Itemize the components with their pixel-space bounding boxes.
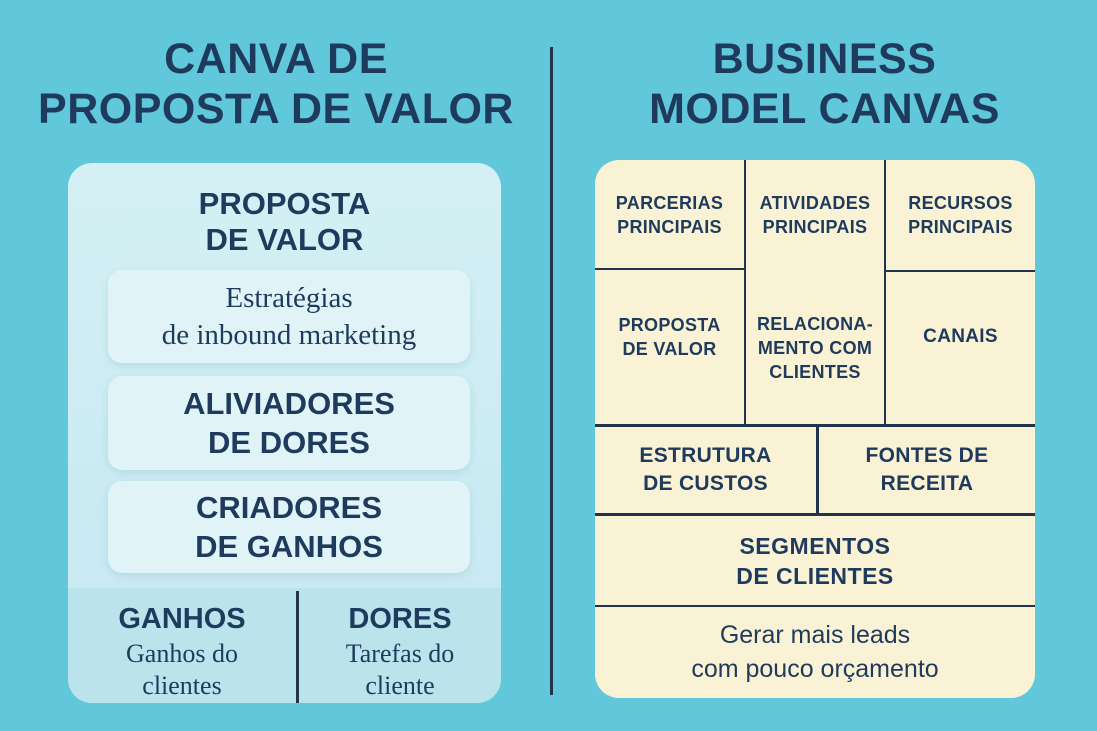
gains-pains-divider-line <box>296 591 299 703</box>
grid-line-row4-bottom <box>595 605 1035 607</box>
cell-atividades-principais: ATIVIDADES PRINCIPAIS <box>759 193 871 237</box>
grid-line-vertical-1 <box>744 160 746 426</box>
cell-segmentos-de-clientes: SEGMENTOS DE CLIENTES <box>736 532 894 589</box>
pains-subtext: Tarefas do cliente <box>345 639 455 700</box>
cell-parcerias-principais: PARCERIAS PRINCIPAIS <box>615 193 724 237</box>
business-model-canvas-grid: PARCERIAS PRINCIPAIS ATIVIDADES PRINCIPA… <box>595 160 1035 698</box>
gains-pains-band: GANHOS Ganhos do clientes DORES Tarefas … <box>68 588 501 703</box>
pain-relievers-box: ALIVIADORES DE DORES <box>108 376 470 470</box>
strategy-box: Estratégias de inbound marketing <box>108 270 470 363</box>
gains-label: GANHOS <box>118 603 246 635</box>
gains-subtext: Ganhos do clientes <box>126 639 238 700</box>
grid-line-row3-bottom <box>595 513 1035 516</box>
cell-goal-text: Gerar mais leads com pouco orçamento <box>691 620 939 683</box>
value-proposition-canvas-title: CANVA DE PROPOSTA DE VALOR <box>38 35 514 133</box>
grid-line-costs-revenue <box>816 424 819 516</box>
pains-cell: DORES Tarefas do cliente <box>299 588 501 703</box>
proposta-de-valor-heading: PROPOSTA DE VALOR <box>198 186 371 257</box>
grid-line-vertical-2 <box>884 160 886 426</box>
cell-relacionamento-com-clientes: RELACIONA- MENTO COM CLIENTES <box>757 313 873 382</box>
gain-creators-box: CRIADORES DE GANHOS <box>108 481 470 573</box>
grid-line-row2-bottom <box>595 424 1035 427</box>
value-proposition-panel: PROPOSTA DE VALOR Estratégias de inbound… <box>68 163 501 703</box>
center-divider-line <box>550 47 553 695</box>
business-model-canvas-title: BUSINESS MODEL CANVAS <box>649 35 1000 133</box>
gains-cell: GANHOS Ganhos do clientes <box>68 588 296 703</box>
cell-recursos-principais: RECURSOS PRINCIPAIS <box>908 193 1013 237</box>
pains-label: DORES <box>348 603 452 635</box>
cell-canais: CANAIS <box>923 326 998 347</box>
grid-line-row1-right <box>886 270 1035 272</box>
cell-estrutura-de-custos: ESTRUTURA DE CUSTOS <box>639 443 772 495</box>
grid-line-row1-left <box>595 268 744 270</box>
cell-proposta-de-valor: PROPOSTA DE VALOR <box>618 315 721 359</box>
cell-fontes-de-receita: FONTES DE RECEITA <box>865 443 989 495</box>
